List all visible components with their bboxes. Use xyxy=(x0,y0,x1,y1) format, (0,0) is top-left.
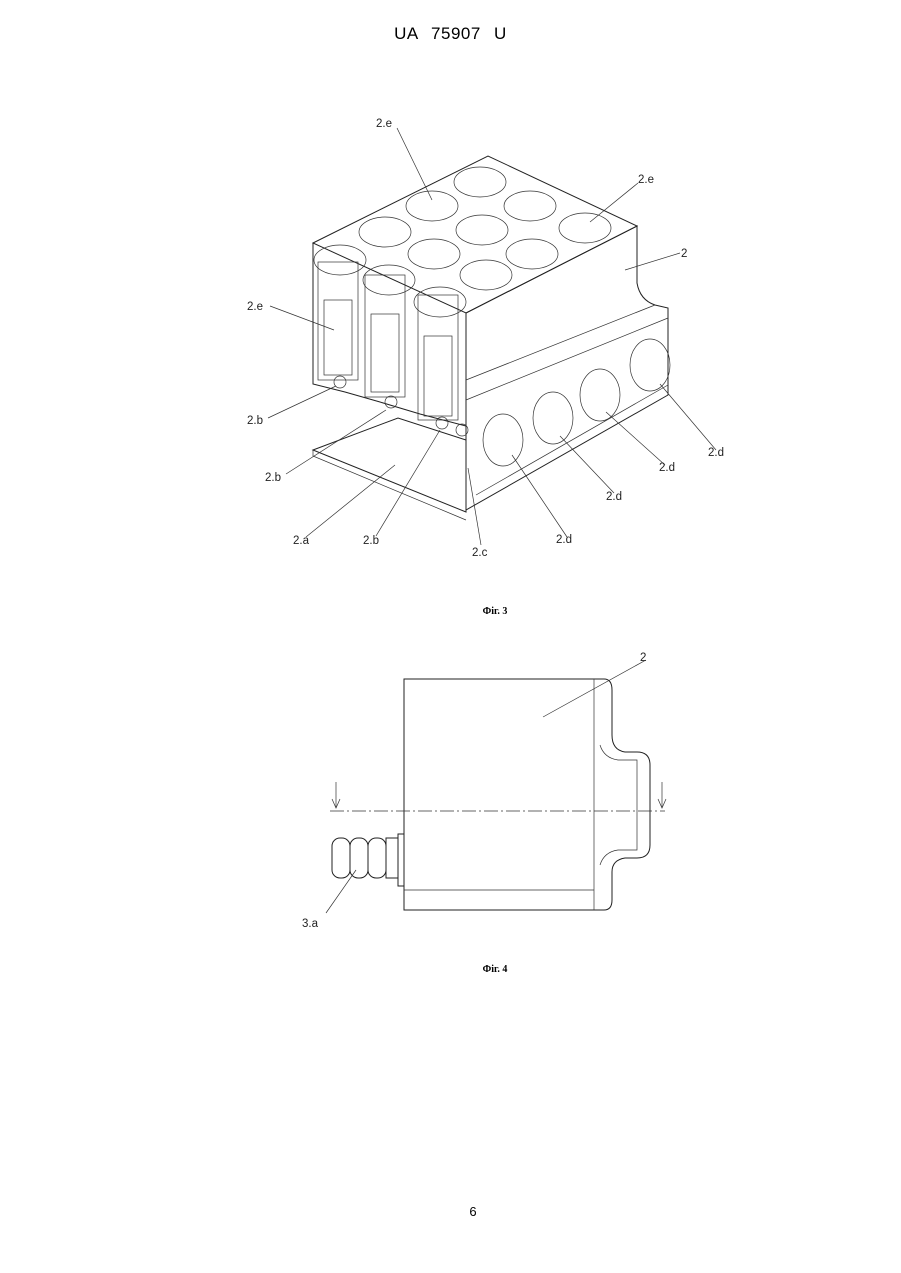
label-2c: 2.c xyxy=(472,547,488,559)
label-2e-right: 2.e xyxy=(638,174,654,186)
label-2b-1: 2.b xyxy=(247,415,263,427)
label-2-fig4: 2 xyxy=(640,652,646,664)
label-2b-2: 2.b xyxy=(265,472,281,484)
label-2e-left: 2.e xyxy=(247,301,263,313)
label-3a: 3.a xyxy=(302,918,319,930)
page-number: 6 xyxy=(0,1204,901,1219)
side-view-body xyxy=(404,679,650,910)
top-face-holes xyxy=(314,167,611,317)
label-2e-top: 2.e xyxy=(376,118,392,130)
label-2d-1: 2.d xyxy=(556,534,572,546)
label-2d-2: 2.d xyxy=(606,491,622,503)
label-2b-3: 2.b xyxy=(363,535,379,547)
block-top-face xyxy=(313,156,637,313)
label-2d-3: 2.d xyxy=(659,462,675,474)
label-2: 2 xyxy=(681,248,687,260)
figure-3-leaders xyxy=(268,128,716,545)
figure-4-drawing: 2 3.a xyxy=(302,652,666,930)
figure-3-caption: Фіг. 3 xyxy=(0,606,901,617)
connector-collar xyxy=(398,834,404,886)
label-2d-4: 2.d xyxy=(708,447,724,459)
figure-3-drawing: 2.e 2.e 2.e 2 2.b 2.b 2.b 2.a 2.c 2.d 2.… xyxy=(247,118,724,559)
figure-4-caption: Фіг. 4 xyxy=(0,964,901,975)
base-plate xyxy=(313,418,466,512)
block-front-face xyxy=(313,243,466,510)
label-2a: 2.a xyxy=(293,535,310,547)
